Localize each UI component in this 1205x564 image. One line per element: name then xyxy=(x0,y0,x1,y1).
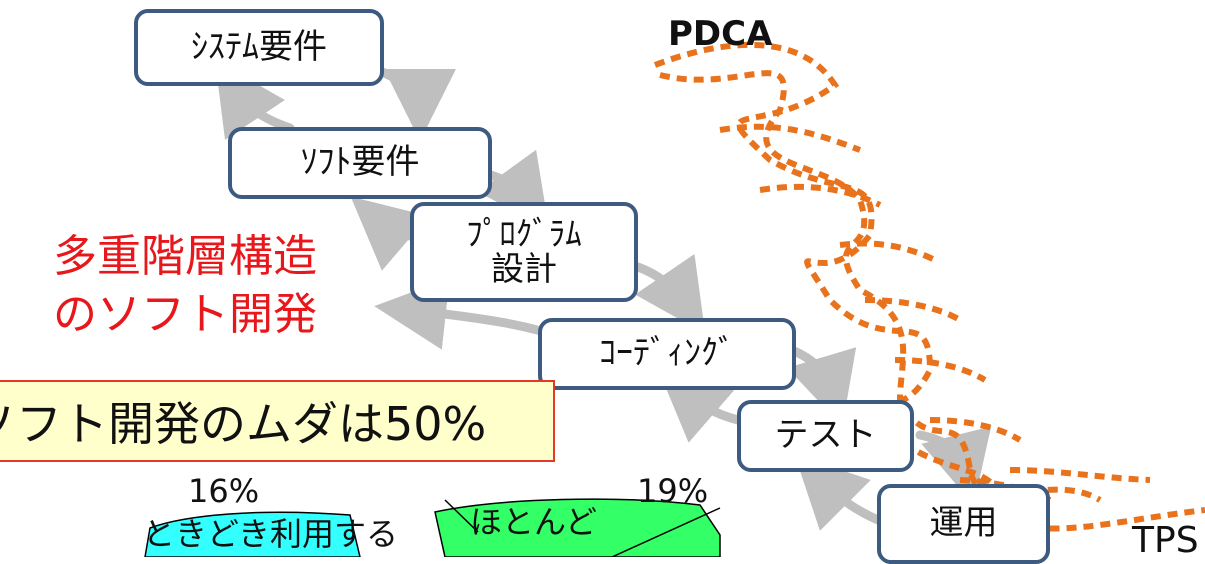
pie-label-rarely: ほとんど xyxy=(470,503,598,541)
pie-percent-sometimes: 16% xyxy=(188,472,260,510)
step-program-design: ﾌﾟﾛｸﾞﾗﾑ 設計 xyxy=(410,202,638,302)
step-testing: テスト xyxy=(737,400,914,472)
back-arrow-1 xyxy=(215,60,295,140)
step-software-requirements: ｿﾌﾄ要件 xyxy=(228,127,492,199)
back-arrow-5 xyxy=(794,454,883,531)
pie-label-sometimes: ときどき利用する xyxy=(143,515,399,553)
step-system-requirements: ｼｽﾃﾑ要件 xyxy=(134,9,384,86)
step-label: ﾌﾟﾛｸﾞﾗﾑ 設計 xyxy=(466,214,582,288)
pie-slice-divider xyxy=(611,507,721,557)
waste-callout: ソフト開発のムダは50% xyxy=(0,380,555,462)
pie-slice-sometimes xyxy=(144,511,361,557)
pdca-label: PDCA xyxy=(668,14,773,54)
forward-arrow-4 xyxy=(787,345,857,427)
pie-slice-divider xyxy=(444,499,479,533)
main-heading: 多重階層構造 のソフト開発 xyxy=(53,231,317,340)
forward-arrow-5 xyxy=(915,426,992,505)
tps-label: TPS xyxy=(1132,520,1199,561)
step-label: ｿﾌﾄ要件 xyxy=(300,142,420,183)
step-label: 運用 xyxy=(929,503,998,544)
callout-text: ソフト開発のムダは50% xyxy=(0,397,487,451)
back-arrow-4 xyxy=(657,368,743,443)
pie-percent-rarely: 19% xyxy=(637,472,709,510)
step-coding: ｺｰﾃﾞｨﾝｸﾞ xyxy=(538,318,796,390)
step-label: テスト xyxy=(774,415,877,456)
step-label: ｼｽﾃﾑ要件 xyxy=(191,26,327,67)
step-label: ｺｰﾃﾞｨﾝｸﾞ xyxy=(599,333,735,374)
pie-slice-rarely xyxy=(434,498,721,557)
back-arrow-2 xyxy=(350,196,429,271)
